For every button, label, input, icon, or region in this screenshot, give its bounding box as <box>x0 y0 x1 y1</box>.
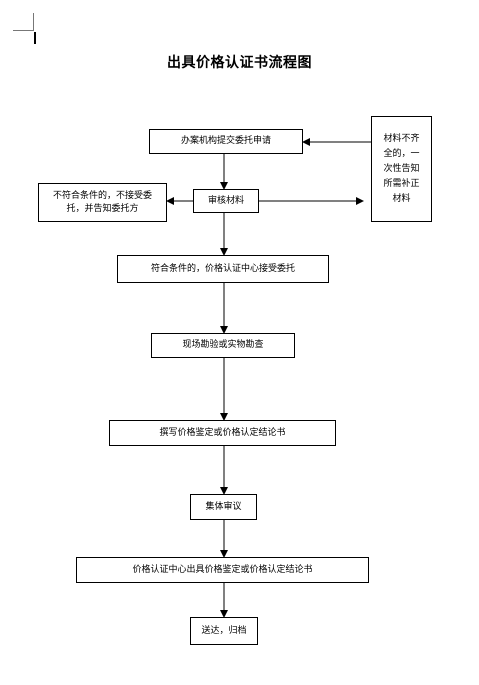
page-corner-mark <box>13 30 34 31</box>
supplement-label-line5: 材料 <box>392 193 411 204</box>
step-review-box: 审核材料 <box>193 189 259 213</box>
page-corner-mark-vertical <box>33 13 34 31</box>
flowchart-title: 出具价格认证书流程图 <box>167 55 312 71</box>
step-deliver-label: 送达，归档 <box>201 625 247 636</box>
step-collective-label: 集体审议 <box>205 501 242 512</box>
step-issue-label: 价格认证中心出具价格鉴定或价格认定结论书 <box>132 564 313 575</box>
step-accept-label: 符合条件的，价格认证中心接受委托 <box>150 263 295 274</box>
supplement-label-line3: 次性告知 <box>383 163 420 174</box>
step-collective-box: 集体审议 <box>190 494 257 520</box>
supplement-label-line4: 所需补正 <box>383 178 420 189</box>
step-draft-box: 撰写价格鉴定或价格认定结论书 <box>109 420 336 446</box>
step-apply-box: 办案机构提交委托申请 <box>149 129 303 154</box>
reject-box: 不符合条件的，不接受委 托，并告知委托方 <box>38 183 167 222</box>
step-deliver-box: 送达，归档 <box>190 617 258 645</box>
reject-label-line1: 不符合条件的，不接受委 <box>52 190 152 201</box>
step-accept-box: 符合条件的，价格认证中心接受委托 <box>117 255 329 283</box>
step-draft-label: 撰写价格鉴定或价格认定结论书 <box>159 427 286 438</box>
text-cursor <box>34 32 36 44</box>
supplement-box: 材料不齐 全的，一 次性告知 所需补正 材料 <box>371 116 432 222</box>
reject-label-line2: 托，并告知委托方 <box>66 203 139 214</box>
supplement-label-line2: 全的，一 <box>383 148 420 159</box>
step-survey-label: 现场勘验或实物勘查 <box>182 340 264 350</box>
supplement-label-line1: 材料不齐 <box>383 133 420 144</box>
step-issue-box: 价格认证中心出具价格鉴定或价格认定结论书 <box>76 557 369 583</box>
step-review-label: 审核材料 <box>207 195 244 206</box>
step-survey-box: 现场勘验或实物勘查 <box>151 333 295 358</box>
step-apply-label: 办案机构提交委托申请 <box>180 136 271 146</box>
